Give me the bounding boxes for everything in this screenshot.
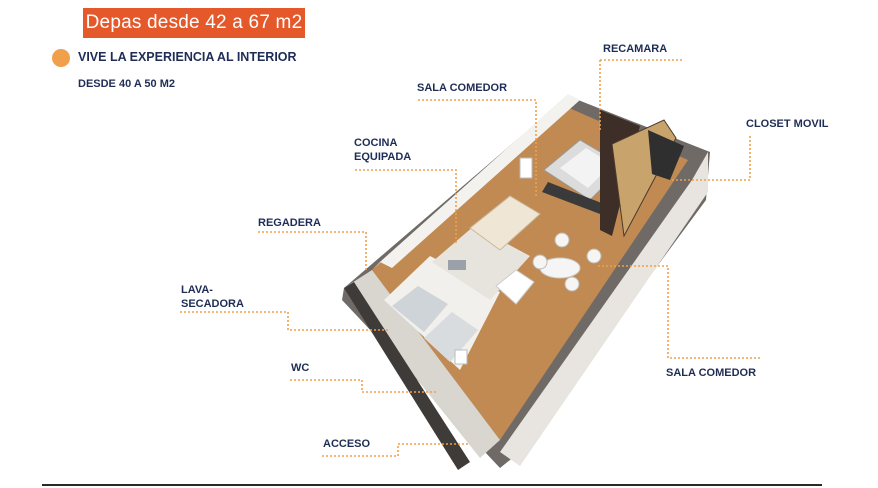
label-sala-comedor-top: SALA COMEDOR: [417, 82, 508, 94]
leader-sala-comedor-top: [418, 99, 537, 196]
promo-banner-text: Depas desde 42 a 67 m2: [85, 12, 303, 33]
leader-lines: [180, 59, 760, 457]
closet-interior: [648, 130, 684, 180]
label-cocina-line1: COCINA: [354, 137, 398, 149]
label-acceso: ACCESO: [323, 438, 371, 450]
leader-sala-comedor-bottom: [596, 265, 760, 359]
leader-lava: [180, 311, 388, 331]
bed-sheet: [560, 148, 612, 188]
label-lava-line1: LAVA-: [181, 284, 213, 296]
headline: VIVE LA EXPERIENCIA AL INTERIOR: [78, 50, 297, 64]
plan-left-wall-edge: [344, 282, 470, 470]
plan-back-wall-top: [380, 94, 580, 268]
toilet-icon: [454, 349, 468, 365]
leader-regadera: [258, 231, 367, 272]
chair-icon: [554, 232, 570, 248]
label-recamara: RECAMARA: [603, 43, 668, 55]
label-sala-comedor-bottom: SALA COMEDOR: [666, 367, 757, 379]
label-wc: WC: [291, 362, 310, 374]
leader-wc: [290, 379, 436, 393]
promo-banner: Depas desde 42 a 67 m2: [83, 8, 305, 38]
shower-floor: [392, 286, 448, 332]
chair-icon: [586, 248, 602, 264]
subline: DESDE 40 A 50 M2: [78, 78, 176, 90]
lamp-icon: [519, 157, 533, 179]
wc-floor: [424, 312, 478, 362]
plan-left-wall: [344, 270, 500, 458]
plan-right-wall: [500, 152, 708, 466]
rug: [542, 182, 604, 214]
label-lava-secadora: LAVA- SECADORA: [181, 283, 244, 311]
label-regadera: REGADERA: [258, 217, 321, 229]
label-lava-line2: SECADORA: [181, 298, 244, 310]
chair-icon: [564, 276, 580, 292]
bullet-dot-icon: [52, 49, 70, 67]
leader-cocina: [355, 169, 457, 244]
kitchen-sink-icon: [448, 260, 466, 270]
kitchen-stove-icon: [495, 269, 535, 305]
leader-acceso: [322, 443, 470, 457]
sofa-icon: [469, 195, 541, 251]
label-cocina-line2: EQUIPADA: [354, 151, 412, 163]
leader-closet: [672, 136, 751, 181]
chair-icon: [532, 254, 548, 270]
label-closet-movil: CLOSET MOVIL: [746, 118, 829, 130]
bottom-divider: [42, 484, 822, 486]
label-cocina: COCINA EQUIPADA: [354, 136, 411, 164]
